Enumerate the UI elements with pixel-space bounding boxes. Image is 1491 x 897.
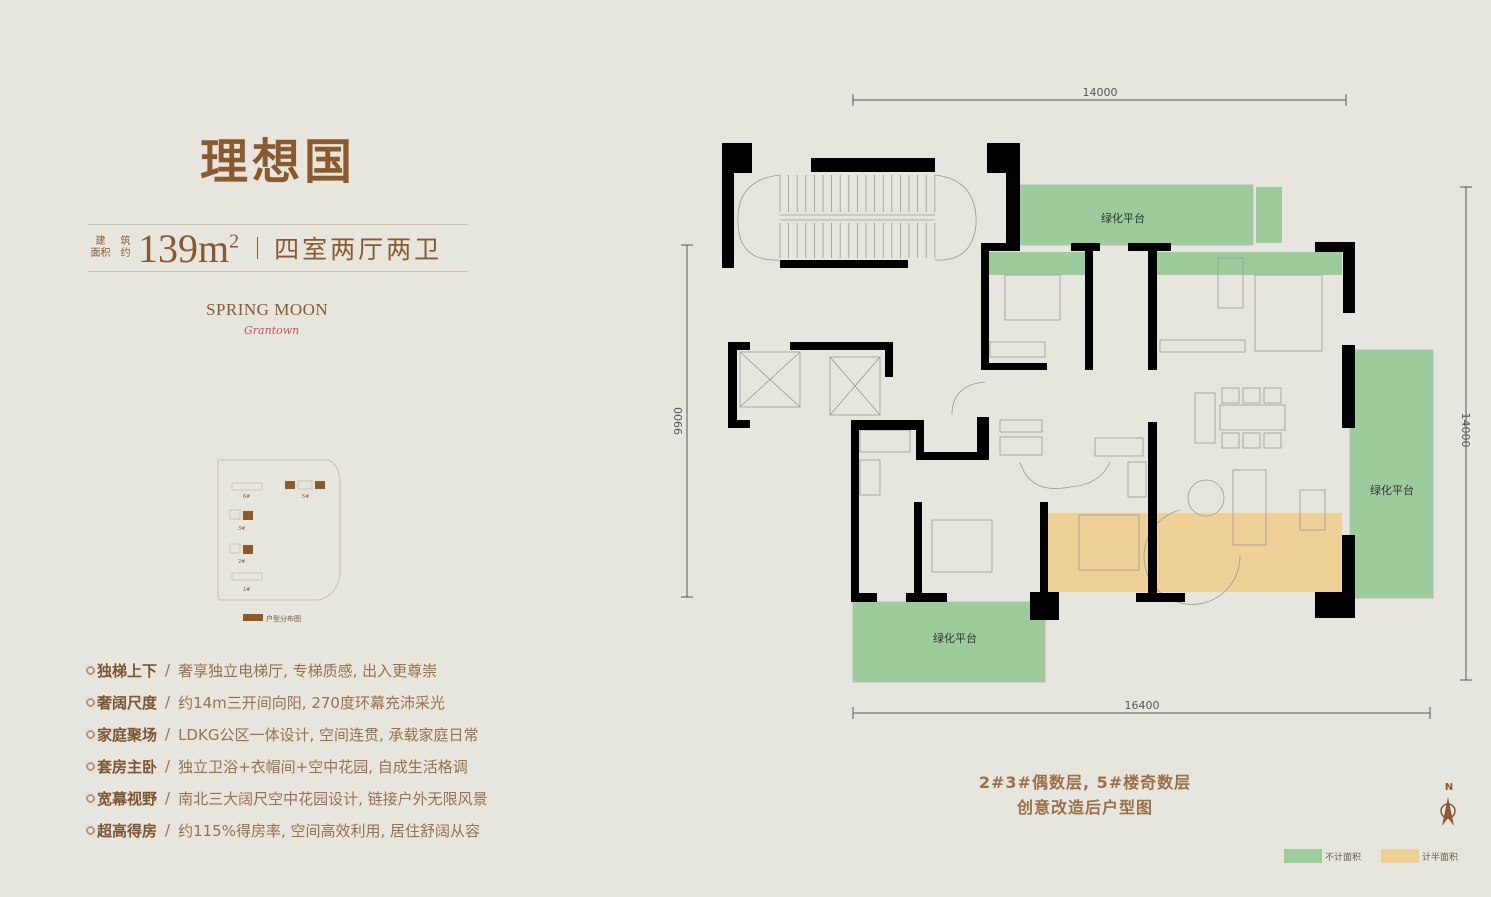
balcony-label: 绿化平台 [933, 631, 977, 645]
feature-title: 奢阔尺度 [97, 693, 158, 712]
area-unit: m [198, 225, 230, 271]
divider [88, 271, 468, 272]
feature-desc: 独立卫浴+衣帽间+空中花园, 自成生活格调 [178, 757, 468, 776]
separator: / [165, 725, 171, 743]
dimension-right: 14000 [1459, 413, 1472, 448]
balcony-label: 绿化平台 [1370, 483, 1414, 497]
bullet-icon [86, 697, 95, 707]
north-arrow-icon [1440, 797, 1456, 826]
feature-list: 独梯上下 / 奢享独立电梯厅, 专梯质感, 出入更尊崇 奢阔尺度 / 约14m三开间向阳… [86, 654, 488, 846]
building-label: 3# [238, 526, 245, 532]
area-summary: 建 筑 面积 约 139m2 四室两厅两卫 [88, 226, 478, 271]
feature-desc: 南北三大阔尺空中花园设计, 链接户外无限风景 [178, 789, 488, 808]
bullet-icon [86, 761, 95, 771]
feature-item: 超高得房 / 约115%得房率, 空间高效利用, 居住舒阔从容 [86, 814, 488, 846]
feature-item: 奢阔尺度 / 约14m三开间向阳, 270度环幕充沛采光 [86, 686, 488, 718]
half-area-fill [1048, 513, 1342, 592]
building-label: 2# [238, 559, 245, 565]
area-label: 建 筑 面积 约 [88, 236, 138, 260]
dimension-lines [681, 94, 1472, 719]
feature-item: 独梯上下 / 奢享独立电梯厅, 专梯质感, 出入更尊崇 [86, 654, 488, 686]
legend-label: 计半面积 [1422, 852, 1459, 863]
area-number: 139 [138, 225, 198, 271]
site-map-legend: 户型分布图 [266, 614, 301, 623]
caption-line: 2#3#偶数层, 5#楼奇数层 [978, 773, 1192, 792]
planter [1256, 187, 1282, 243]
project-title: 理想国 [200, 134, 357, 190]
unit-location-marks [243, 481, 325, 554]
bullet-icon [86, 665, 95, 675]
north-label: N [1444, 782, 1454, 793]
building-label: 6# [243, 494, 250, 500]
brand-logo: SPRING MOON [206, 300, 329, 319]
walls [722, 143, 1355, 620]
legend-swatch [1381, 849, 1419, 863]
area-label-char: 面积 [90, 248, 111, 259]
site-map: 6# 5# 3# 2# 1# 户型分布图 [217, 459, 341, 623]
layout-type: 四室两厅两卫 [274, 235, 443, 264]
dimension-bottom: 16400 [1125, 699, 1160, 712]
divider [88, 224, 468, 225]
vertical-divider [257, 237, 259, 259]
separator: / [165, 757, 171, 775]
feature-item: 宽幕视野 / 南北三大阔尺空中花园设计, 链接户外无限风景 [86, 782, 488, 814]
separator: / [165, 661, 171, 679]
feature-title: 家庭聚场 [97, 725, 158, 744]
bullet-icon [86, 793, 95, 803]
dimension-left: 9900 [672, 407, 685, 435]
balcony-north [1020, 185, 1253, 245]
area-label-char: 筑 [120, 236, 131, 247]
feature-item: 套房主卧 / 独立卫浴+衣帽间+空中花园, 自成生活格调 [86, 750, 488, 782]
legend-label: 不计面积 [1325, 852, 1362, 863]
feature-desc: 奢享独立电梯厅, 专梯质感, 出入更尊崇 [178, 661, 438, 680]
bullet-icon [86, 729, 95, 739]
building-label: 1# [243, 587, 250, 593]
feature-title: 超高得房 [97, 821, 158, 840]
plan-caption: 2#3#偶数层, 5#楼奇数层 创意改造后户型图 [940, 770, 1230, 820]
excluded-area-fills [853, 185, 1433, 682]
area-label-char: 建 [95, 236, 106, 247]
fixtures [737, 174, 1326, 605]
separator: / [165, 821, 171, 839]
brand-script: Grantown [244, 324, 300, 337]
caption-line: 创意改造后户型图 [1016, 798, 1153, 817]
legend-excluded: 不计面积 [1284, 849, 1361, 863]
bullet-icon [86, 825, 95, 835]
area-value: 139m2 [138, 225, 239, 272]
area-label-char: 约 [120, 248, 131, 259]
building-label: 5# [302, 494, 309, 500]
balcony-south [853, 602, 1045, 682]
balcony-east [1350, 350, 1433, 598]
feature-desc: LDKG公区一体设计, 空间连贯, 承载家庭日常 [178, 725, 479, 744]
balcony-label: 绿化平台 [1101, 211, 1145, 225]
feature-title: 宽幕视野 [97, 789, 158, 808]
separator: / [165, 693, 171, 711]
stairs [779, 175, 936, 258]
feature-desc: 约115%得房率, 空间高效利用, 居住舒阔从容 [178, 821, 481, 840]
area-unit-sup: 2 [229, 230, 240, 253]
feature-title: 独梯上下 [97, 661, 158, 680]
legend-half: 计半面积 [1381, 849, 1458, 863]
feature-desc: 约14m三开间向阳, 270度环幕充沛采光 [178, 693, 445, 712]
feature-item: 家庭聚场 / LDKG公区一体设计, 空间连贯, 承载家庭日常 [86, 718, 488, 750]
feature-title: 套房主卧 [97, 757, 158, 776]
dimension-top: 14000 [1083, 86, 1118, 99]
separator: / [165, 789, 171, 807]
legend-swatch [1284, 849, 1322, 863]
